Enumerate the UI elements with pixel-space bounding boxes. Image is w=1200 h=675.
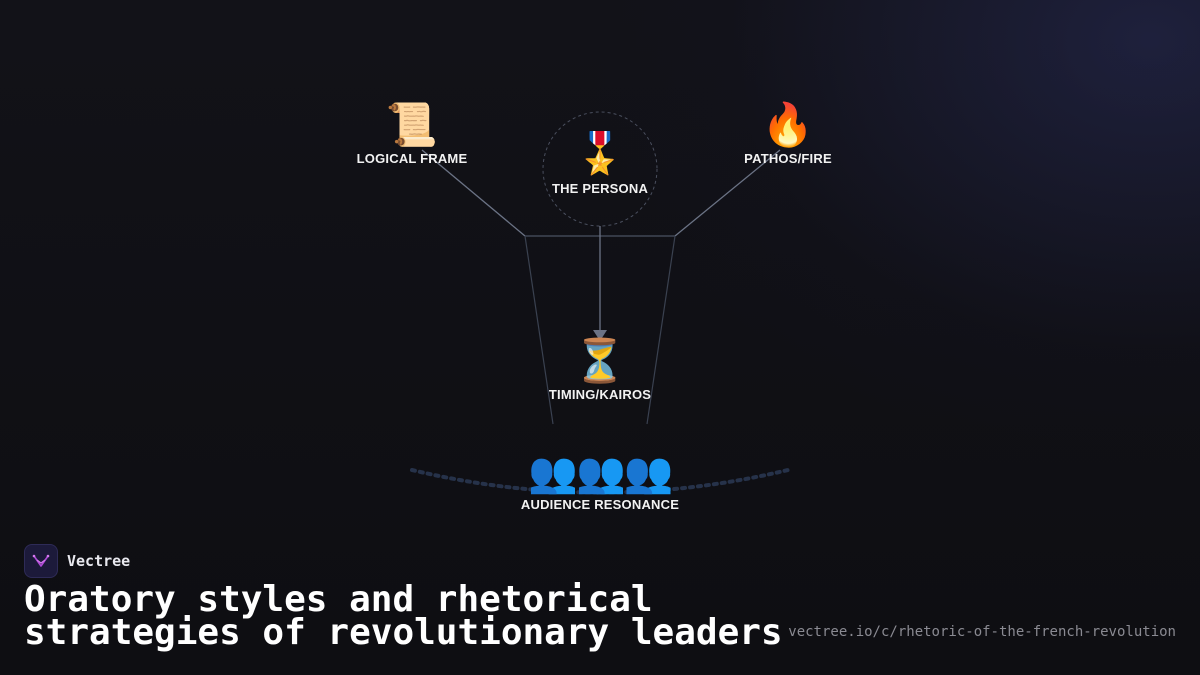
- vectree-logo-icon: [24, 544, 58, 578]
- persona-ring: [542, 111, 658, 227]
- funnel-left-edge: [524, 235, 554, 425]
- node-label: LOGICAL FRAME: [356, 151, 468, 166]
- brand-name: Vectree: [67, 552, 131, 570]
- brand: Vectree: [24, 544, 130, 578]
- page-title: Oratory styles and rhetorical strategies…: [24, 579, 783, 653]
- funnel-right-edge: [646, 235, 676, 425]
- node-timing-kairos: ⏳ TIMING/KAIROS: [548, 336, 652, 403]
- medal-icon: 🎖️: [575, 131, 625, 177]
- scroll-icon: 📜: [385, 100, 439, 149]
- node-the-persona: 🎖️ THE PERSONA: [552, 129, 648, 196]
- node-label: PATHOS/FIRE: [744, 151, 832, 166]
- source-url[interactable]: vectree.io/c/rhetoric-of-the-french-revo…: [788, 624, 1176, 640]
- fire-icon: 🔥: [761, 100, 815, 149]
- people-icon: 👥👥👥: [528, 450, 673, 496]
- connector-logical: [421, 149, 526, 237]
- node-pathos-fire: 🔥 PATHOS/FIRE: [744, 100, 832, 167]
- node-label: THE PERSONA: [551, 181, 649, 196]
- arrow-head: [593, 330, 607, 341]
- node-label: AUDIENCE RESONANCE: [520, 497, 680, 512]
- node-logical-frame: 📜 LOGICAL FRAME: [356, 100, 468, 167]
- node-audience-resonance: 👥👥👥 AUDIENCE RESONANCE: [521, 451, 679, 512]
- node-label: TIMING/KAIROS: [548, 387, 652, 402]
- connector-pathos: [674, 149, 781, 237]
- audience-arc: [410, 468, 790, 495]
- hourglass-icon: ⏳: [573, 336, 627, 385]
